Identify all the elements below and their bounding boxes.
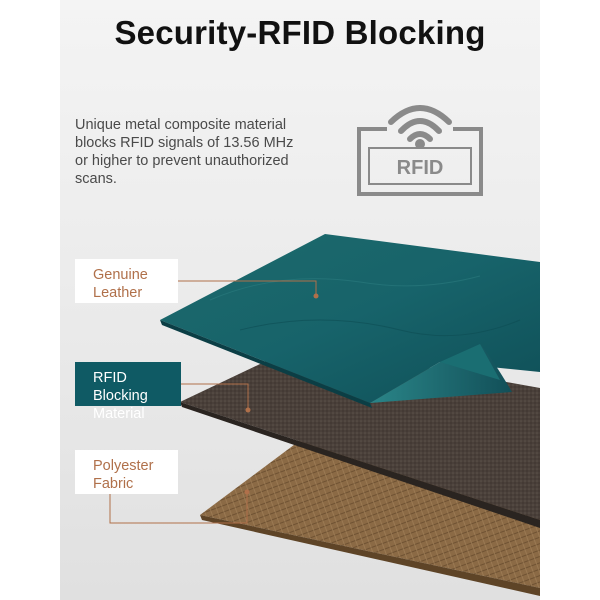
label-line: Material: [93, 406, 145, 422]
description-line: or higher to prevent unauthorized: [75, 153, 289, 169]
connector-dot-polyester: [244, 489, 250, 495]
label-genuine-leather: Genuine Leather: [75, 259, 178, 303]
label-rfid-blocking-material: RFID Blocking Material: [75, 362, 181, 422]
connector-rfid: [181, 383, 249, 410]
label-line: Fabric: [93, 476, 134, 492]
connector-dot-rfid: [245, 407, 251, 413]
material-layers-illustration: [109, 234, 540, 596]
rfid-logo-text: RFID: [397, 157, 444, 179]
description-text: Unique metal composite material blocks R…: [75, 116, 325, 188]
label-line: Leather: [93, 285, 143, 301]
page-title: Security-RFID Blocking: [114, 14, 486, 51]
label-line: Genuine: [93, 267, 148, 283]
label-polyester-fabric: Polyester Fabric: [75, 450, 178, 494]
product-panel: Security-RFID Blocking Unique metal comp…: [60, 0, 540, 600]
wifi-signal-icon: [388, 105, 452, 125]
label-line: Polyester: [93, 458, 154, 474]
connector-dot-leather: [313, 293, 319, 299]
description-line: scans.: [75, 171, 117, 187]
connector-leather: [178, 280, 317, 296]
connector-polyester: [109, 492, 248, 524]
label-line: RFID Blocking: [93, 370, 148, 404]
description-line: Unique metal composite material: [75, 117, 287, 133]
rfid-card-icon: RFID: [357, 105, 483, 196]
description-line: blocks RFID signals of 13.56 MHz: [75, 135, 294, 151]
